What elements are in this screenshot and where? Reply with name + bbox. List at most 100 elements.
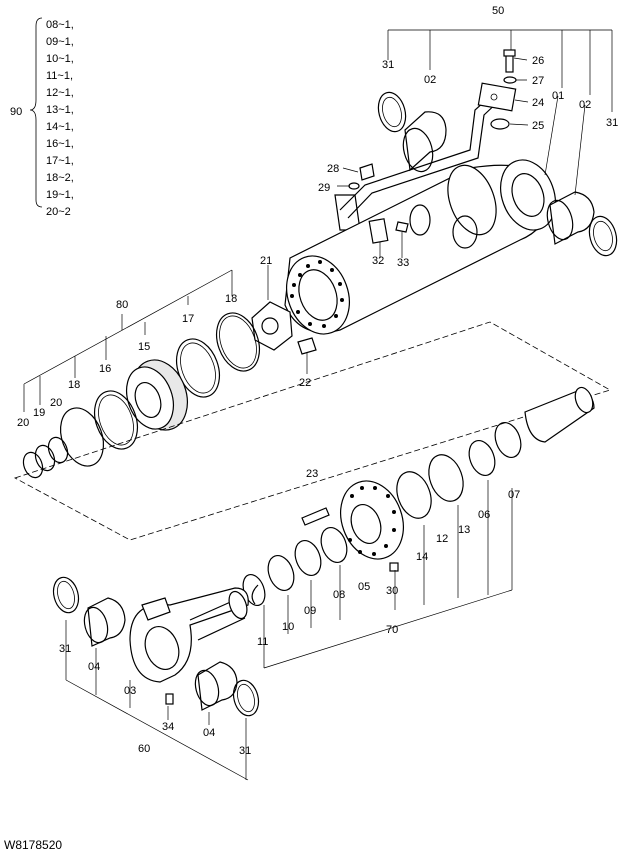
callout-20: 20 xyxy=(50,397,62,409)
callout-80: 80 xyxy=(116,299,128,311)
bolt-33 xyxy=(395,221,409,233)
bolt-23 xyxy=(301,507,330,526)
group-70-bracket xyxy=(263,480,513,669)
callout-03: 03 xyxy=(124,685,136,697)
kit-90-item: 11~1, xyxy=(46,70,73,82)
callout-34: 34 xyxy=(162,721,174,733)
group-60-bracket xyxy=(65,620,249,781)
callout-05: 05 xyxy=(358,581,370,593)
callout-02: 02 xyxy=(424,74,436,86)
callout-31: 31 xyxy=(59,643,71,655)
kit-90-item: 12~1, xyxy=(46,87,74,99)
callout-01: 01 xyxy=(552,90,564,102)
callout-27: 27 xyxy=(532,75,544,87)
ring-07 xyxy=(494,421,522,459)
kit-90-item: 09~1, xyxy=(46,36,74,48)
kit-90-label: 90 xyxy=(10,106,22,118)
rod-eye-group: 31 04 03 34 04 31 60 xyxy=(52,576,260,781)
callout-11: 11 xyxy=(257,636,268,648)
kit-90-item: 18~2, xyxy=(46,172,74,184)
callout-32: 32 xyxy=(372,255,384,267)
callout-29: 29 xyxy=(318,182,330,194)
callout-60: 60 xyxy=(138,743,150,755)
seal-ring-31-right xyxy=(588,215,618,257)
kit-90-item: 17~1, xyxy=(46,155,74,167)
kit-90-brace xyxy=(29,17,43,208)
ring-16 xyxy=(93,390,139,450)
kit-90-item: 08~1, xyxy=(46,19,74,31)
callout-04: 04 xyxy=(203,727,215,739)
snap-ring-11 xyxy=(251,584,259,605)
callout-19: 19 xyxy=(33,407,45,419)
plug-30 xyxy=(389,562,399,572)
callout-28: 28 xyxy=(327,163,339,175)
grease-fitting-34 xyxy=(165,693,174,705)
ring-18-left xyxy=(59,407,105,467)
callout-31: 31 xyxy=(239,745,251,757)
drawing-code: W8178520 xyxy=(4,838,63,852)
callout-16: 16 xyxy=(99,363,111,375)
callout-04: 04 xyxy=(88,661,100,673)
callout-21: 21 xyxy=(260,255,272,267)
callout-31: 31 xyxy=(606,117,618,129)
kit-90-item: 20~2 xyxy=(46,206,71,218)
cylinder-tube-group: 50 xyxy=(251,5,618,389)
callout-06: 06 xyxy=(478,509,490,521)
kit-90-item: 13~1, xyxy=(46,104,74,116)
bolt-26 xyxy=(505,53,514,73)
callout-18: 18 xyxy=(68,379,80,391)
callout-24: 24 xyxy=(532,97,544,109)
o-ring-25 xyxy=(490,118,510,130)
seal-ring-31 xyxy=(377,91,407,133)
callout-18: 18 xyxy=(225,293,237,305)
kit-90-item: 16~1, xyxy=(46,138,74,150)
callout-23: 23 xyxy=(306,468,318,480)
clamp-plate-32 xyxy=(368,218,389,244)
bushing-06 xyxy=(468,439,496,477)
callout-17: 17 xyxy=(182,313,194,325)
callout-14: 14 xyxy=(416,551,428,563)
ring-19 xyxy=(34,444,56,472)
callout-13: 13 xyxy=(458,524,470,536)
callout-70: 70 xyxy=(386,624,398,636)
ring-18 xyxy=(215,312,261,372)
ring-13 xyxy=(428,454,464,502)
group-50-bracket xyxy=(387,29,613,112)
plug-22 xyxy=(297,337,317,355)
kit-90-item: 14~1, xyxy=(46,121,74,133)
washer-29 xyxy=(348,182,360,190)
ring-08 xyxy=(320,526,348,564)
washer-27 xyxy=(503,76,517,84)
callout-15: 15 xyxy=(138,341,150,353)
callout-07: 07 xyxy=(508,489,520,501)
assembly-centerline xyxy=(13,321,611,541)
callout-09: 09 xyxy=(304,605,316,617)
kit-90-list: 90 08~1, 09~1, 10~1, 11~1, 12~1, 13~1, 1… xyxy=(10,17,74,218)
kit-90-item: 10~1, xyxy=(46,53,74,65)
callout-20: 20 xyxy=(17,417,29,429)
rod-head-group: 23 12 13 06 07 14 05 30 08 09 10 11 70 xyxy=(242,386,595,669)
seal-ring-31-lower xyxy=(52,576,80,614)
bushing-02 xyxy=(404,111,447,172)
callout-02: 02 xyxy=(579,99,591,111)
callout-50: 50 xyxy=(492,5,504,17)
group-80-bracket xyxy=(23,269,233,412)
callout-25: 25 xyxy=(532,120,544,132)
callout-31: 31 xyxy=(382,59,394,71)
port-fitting xyxy=(251,301,293,351)
piston-group: 80 18 17 15 16 18 19 20 20 xyxy=(17,269,261,479)
callout-10: 10 xyxy=(282,621,294,633)
ring-10 xyxy=(267,554,295,592)
callout-26: 26 xyxy=(532,55,544,67)
callout-22: 22 xyxy=(299,377,311,389)
seal-ring-31-lower-right xyxy=(232,679,260,717)
ring-20-left xyxy=(22,451,44,479)
callout-12: 12 xyxy=(436,533,448,545)
callout-08: 08 xyxy=(333,589,345,601)
ring-09 xyxy=(294,539,322,577)
bolt-28 xyxy=(359,163,375,181)
kit-90-item: 19~1, xyxy=(46,189,74,201)
callout-33: 33 xyxy=(397,257,409,269)
cylinder-head-05 xyxy=(340,480,404,560)
